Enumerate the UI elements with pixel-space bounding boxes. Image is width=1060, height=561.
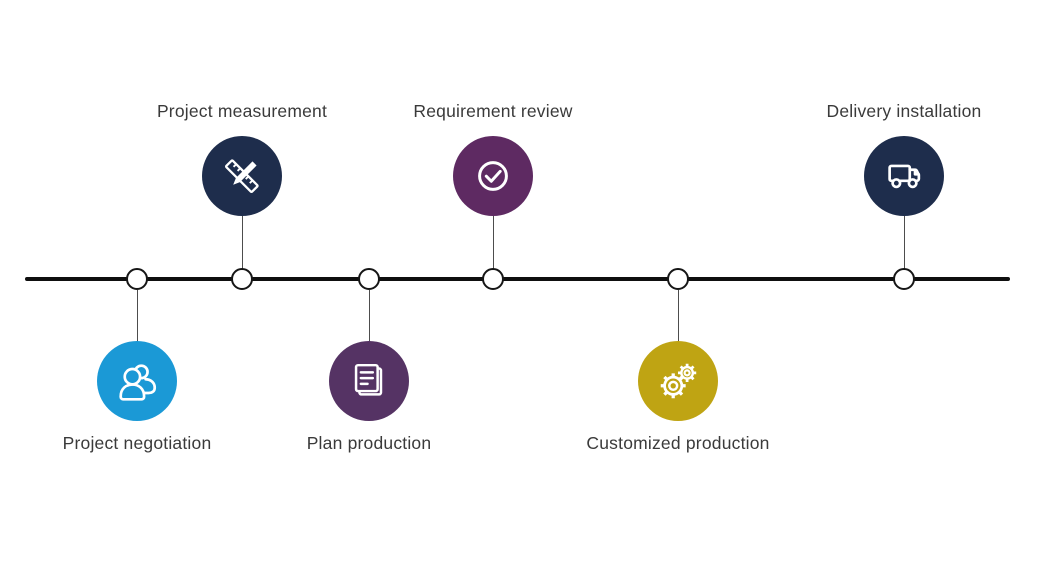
step-label: Requirement review — [413, 101, 573, 121]
timeline-node — [358, 268, 380, 290]
ruler-pencil-icon — [224, 159, 259, 194]
step-bubble — [638, 341, 718, 421]
timeline-node — [482, 268, 504, 290]
step-label: Plan production — [306, 433, 432, 453]
step-label: Customized production — [586, 433, 770, 453]
step-connector — [136, 290, 138, 343]
timeline-node — [126, 268, 148, 290]
document-icon — [354, 363, 383, 396]
step-bubble — [453, 136, 533, 216]
timeline-node — [893, 268, 915, 290]
step-label: Project measurement — [156, 101, 328, 121]
step-connector — [368, 290, 370, 343]
step-bubble — [329, 341, 409, 421]
timeline-node — [231, 268, 253, 290]
step-bubble — [202, 136, 282, 216]
gears-icon — [660, 363, 697, 399]
step-connector — [903, 214, 905, 269]
people-icon — [119, 364, 157, 401]
step-label: Project negotiation — [62, 433, 212, 453]
step-bubble — [864, 136, 944, 216]
timeline-node — [667, 268, 689, 290]
step-connector — [241, 214, 243, 269]
truck-icon — [888, 164, 921, 189]
timeline-line — [25, 277, 1010, 281]
step-label: Delivery installation — [826, 101, 982, 121]
step-bubble — [97, 341, 177, 421]
step-connector — [677, 290, 679, 343]
step-connector — [492, 214, 494, 269]
check-circle-icon — [478, 161, 508, 191]
